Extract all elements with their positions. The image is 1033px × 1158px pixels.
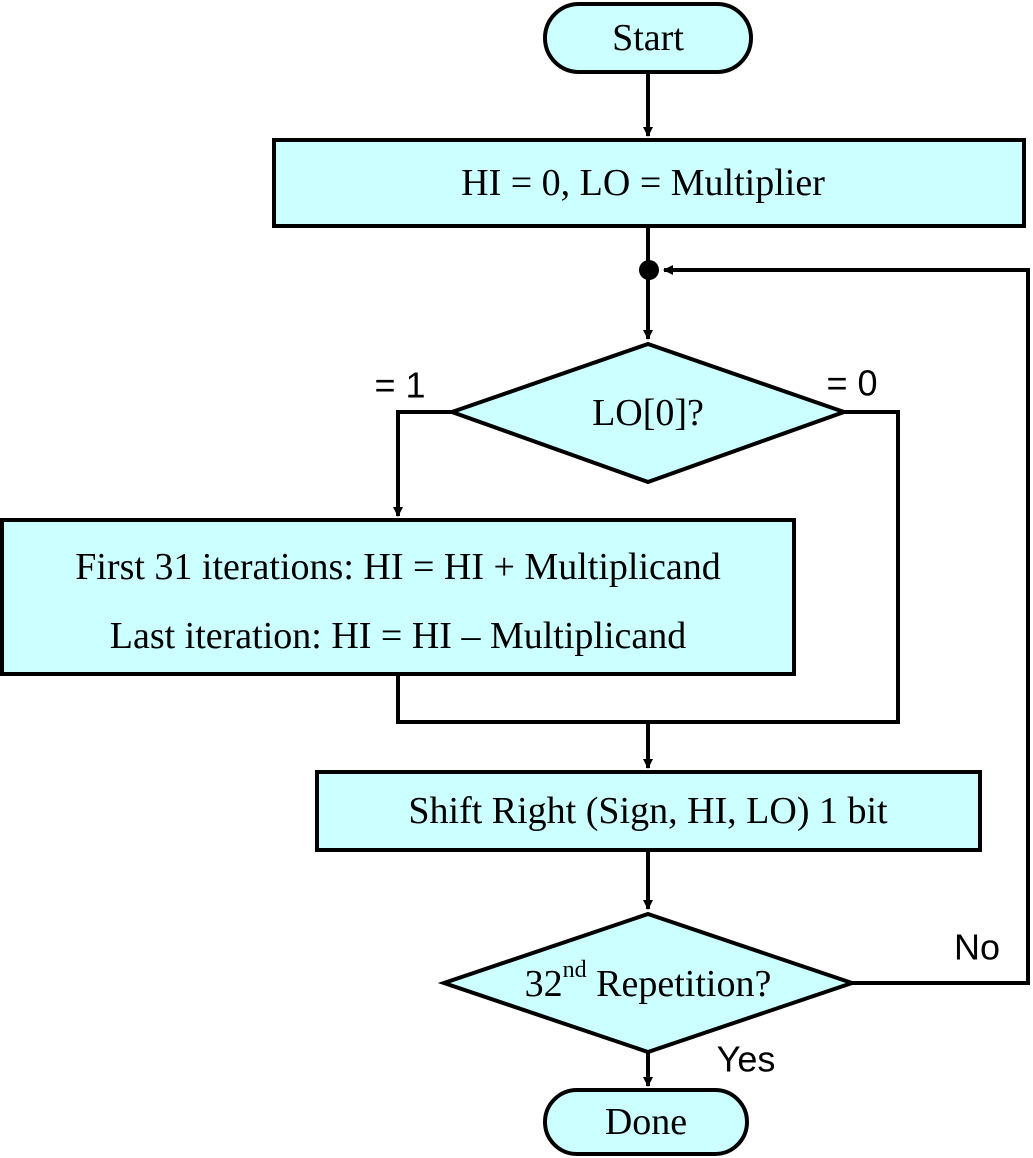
decision-lo-node: LO[0]? — [445, 341, 851, 485]
init-node: HI = 0, LO = Multiplier — [272, 138, 1026, 228]
connector-branch-zero-bypass — [648, 410, 900, 724]
add-step-node: First 31 iterations: HI = HI + Multiplic… — [0, 518, 796, 676]
add-step-line2: Last iteration: HI = HI – Multiplicand — [110, 615, 687, 657]
done-label: Done — [605, 1101, 687, 1143]
start-node: Start — [543, 2, 753, 74]
branch-one-label: = 1 — [374, 365, 425, 406]
shift-label: Shift Right (Sign, HI, LO) 1 bit — [408, 790, 888, 832]
repetition-text: Repetition? — [587, 963, 772, 1005]
shift-node: Shift Right (Sign, HI, LO) 1 bit — [315, 770, 982, 852]
decision-repetition-label: 32nd Repetition? — [525, 957, 772, 1005]
no-label: No — [954, 927, 1000, 968]
init-label: HI = 0, LO = Multiplier — [461, 162, 825, 204]
branch-zero-label: = 0 — [826, 363, 877, 404]
repetition-superscript: nd — [563, 957, 587, 983]
decision-repetition-node: 32nd Repetition? — [437, 911, 859, 1055]
arrow-no-loop-back — [663, 265, 1030, 985]
yes-label: Yes — [717, 1039, 776, 1080]
add-step-line1: First 31 iterations: HI = HI + Multiplic… — [75, 546, 721, 588]
connector-add-to-merge — [396, 674, 648, 724]
decision-lo-label: LO[0]? — [592, 392, 704, 434]
start-label: Start — [612, 17, 684, 59]
arrow-branch-one-to-add — [393, 410, 452, 517]
repetition-number: 32 — [525, 963, 563, 1005]
done-node: Done — [543, 1088, 749, 1156]
